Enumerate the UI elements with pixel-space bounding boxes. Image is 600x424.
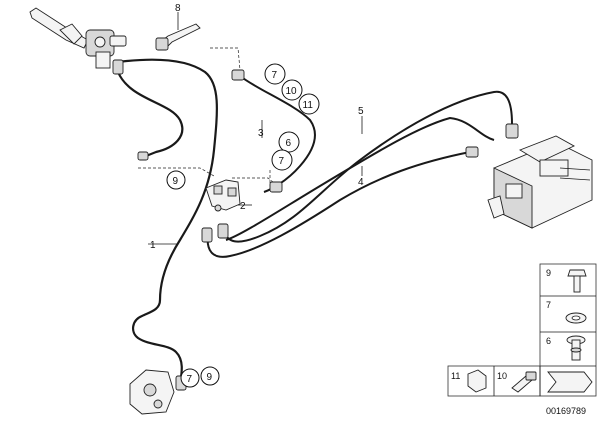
callout-11-top [298,93,320,115]
brake-line-1 [112,58,218,391]
callout-6-middle [278,131,300,153]
callout-9-bottom [200,366,220,386]
callout-label-7-bottom: 7 [187,374,193,385]
legend-arrow-icon [547,371,593,393]
legend-row-7-label: 7 [546,300,551,310]
legend-cap-11 [467,369,487,393]
callout-label-1: 1 [150,240,156,251]
legend-washer-7 [565,312,587,324]
legend-cell-11-label: 11 [451,371,460,381]
callout-label-8: 8 [175,3,181,14]
callout-label-3: 3 [258,128,264,139]
callout-9-middle [166,170,186,190]
brake-caliper [129,369,175,415]
callout-7-middle [271,149,293,171]
callout-label-10-top: 10 [286,86,298,97]
brake-line-5 [217,90,519,243]
legend-bolt-9 [567,269,587,293]
legend-row-6-label: 6 [546,336,551,346]
callout-10-top [281,79,303,101]
callout-7-top [264,63,286,85]
abs-pressure-modulator [487,135,593,229]
legend-cell-10-label: 10 [497,371,507,381]
callout-label-4: 4 [358,177,364,188]
brake-line-4 [201,146,479,258]
brake-line-3 [231,69,316,193]
callout-label-7-top: 7 [272,70,278,81]
callout-label-6-middle: 6 [286,138,292,149]
legend-row-9-label: 9 [546,268,551,278]
legend-banjo-bolt-6 [566,335,586,361]
callout-7-bottom [180,368,200,388]
distributor-bracket-2 [205,179,241,212]
parts-legend-grid [447,263,597,397]
part-number: 00169789 [546,406,586,416]
callout-label-2: 2 [240,201,246,212]
callout-label-9-bottom: 9 [207,372,213,383]
fitting-middle [269,181,283,193]
callout-label-7-middle: 7 [279,156,285,167]
handbrake-lever-assembly [29,7,127,69]
bracket-part-8 [155,12,201,51]
callout-label-9-middle: 9 [173,176,179,187]
legend-bleed-valve-10 [511,371,537,393]
callout-label-5: 5 [358,106,364,117]
callout-label-11-top: 11 [303,100,314,111]
